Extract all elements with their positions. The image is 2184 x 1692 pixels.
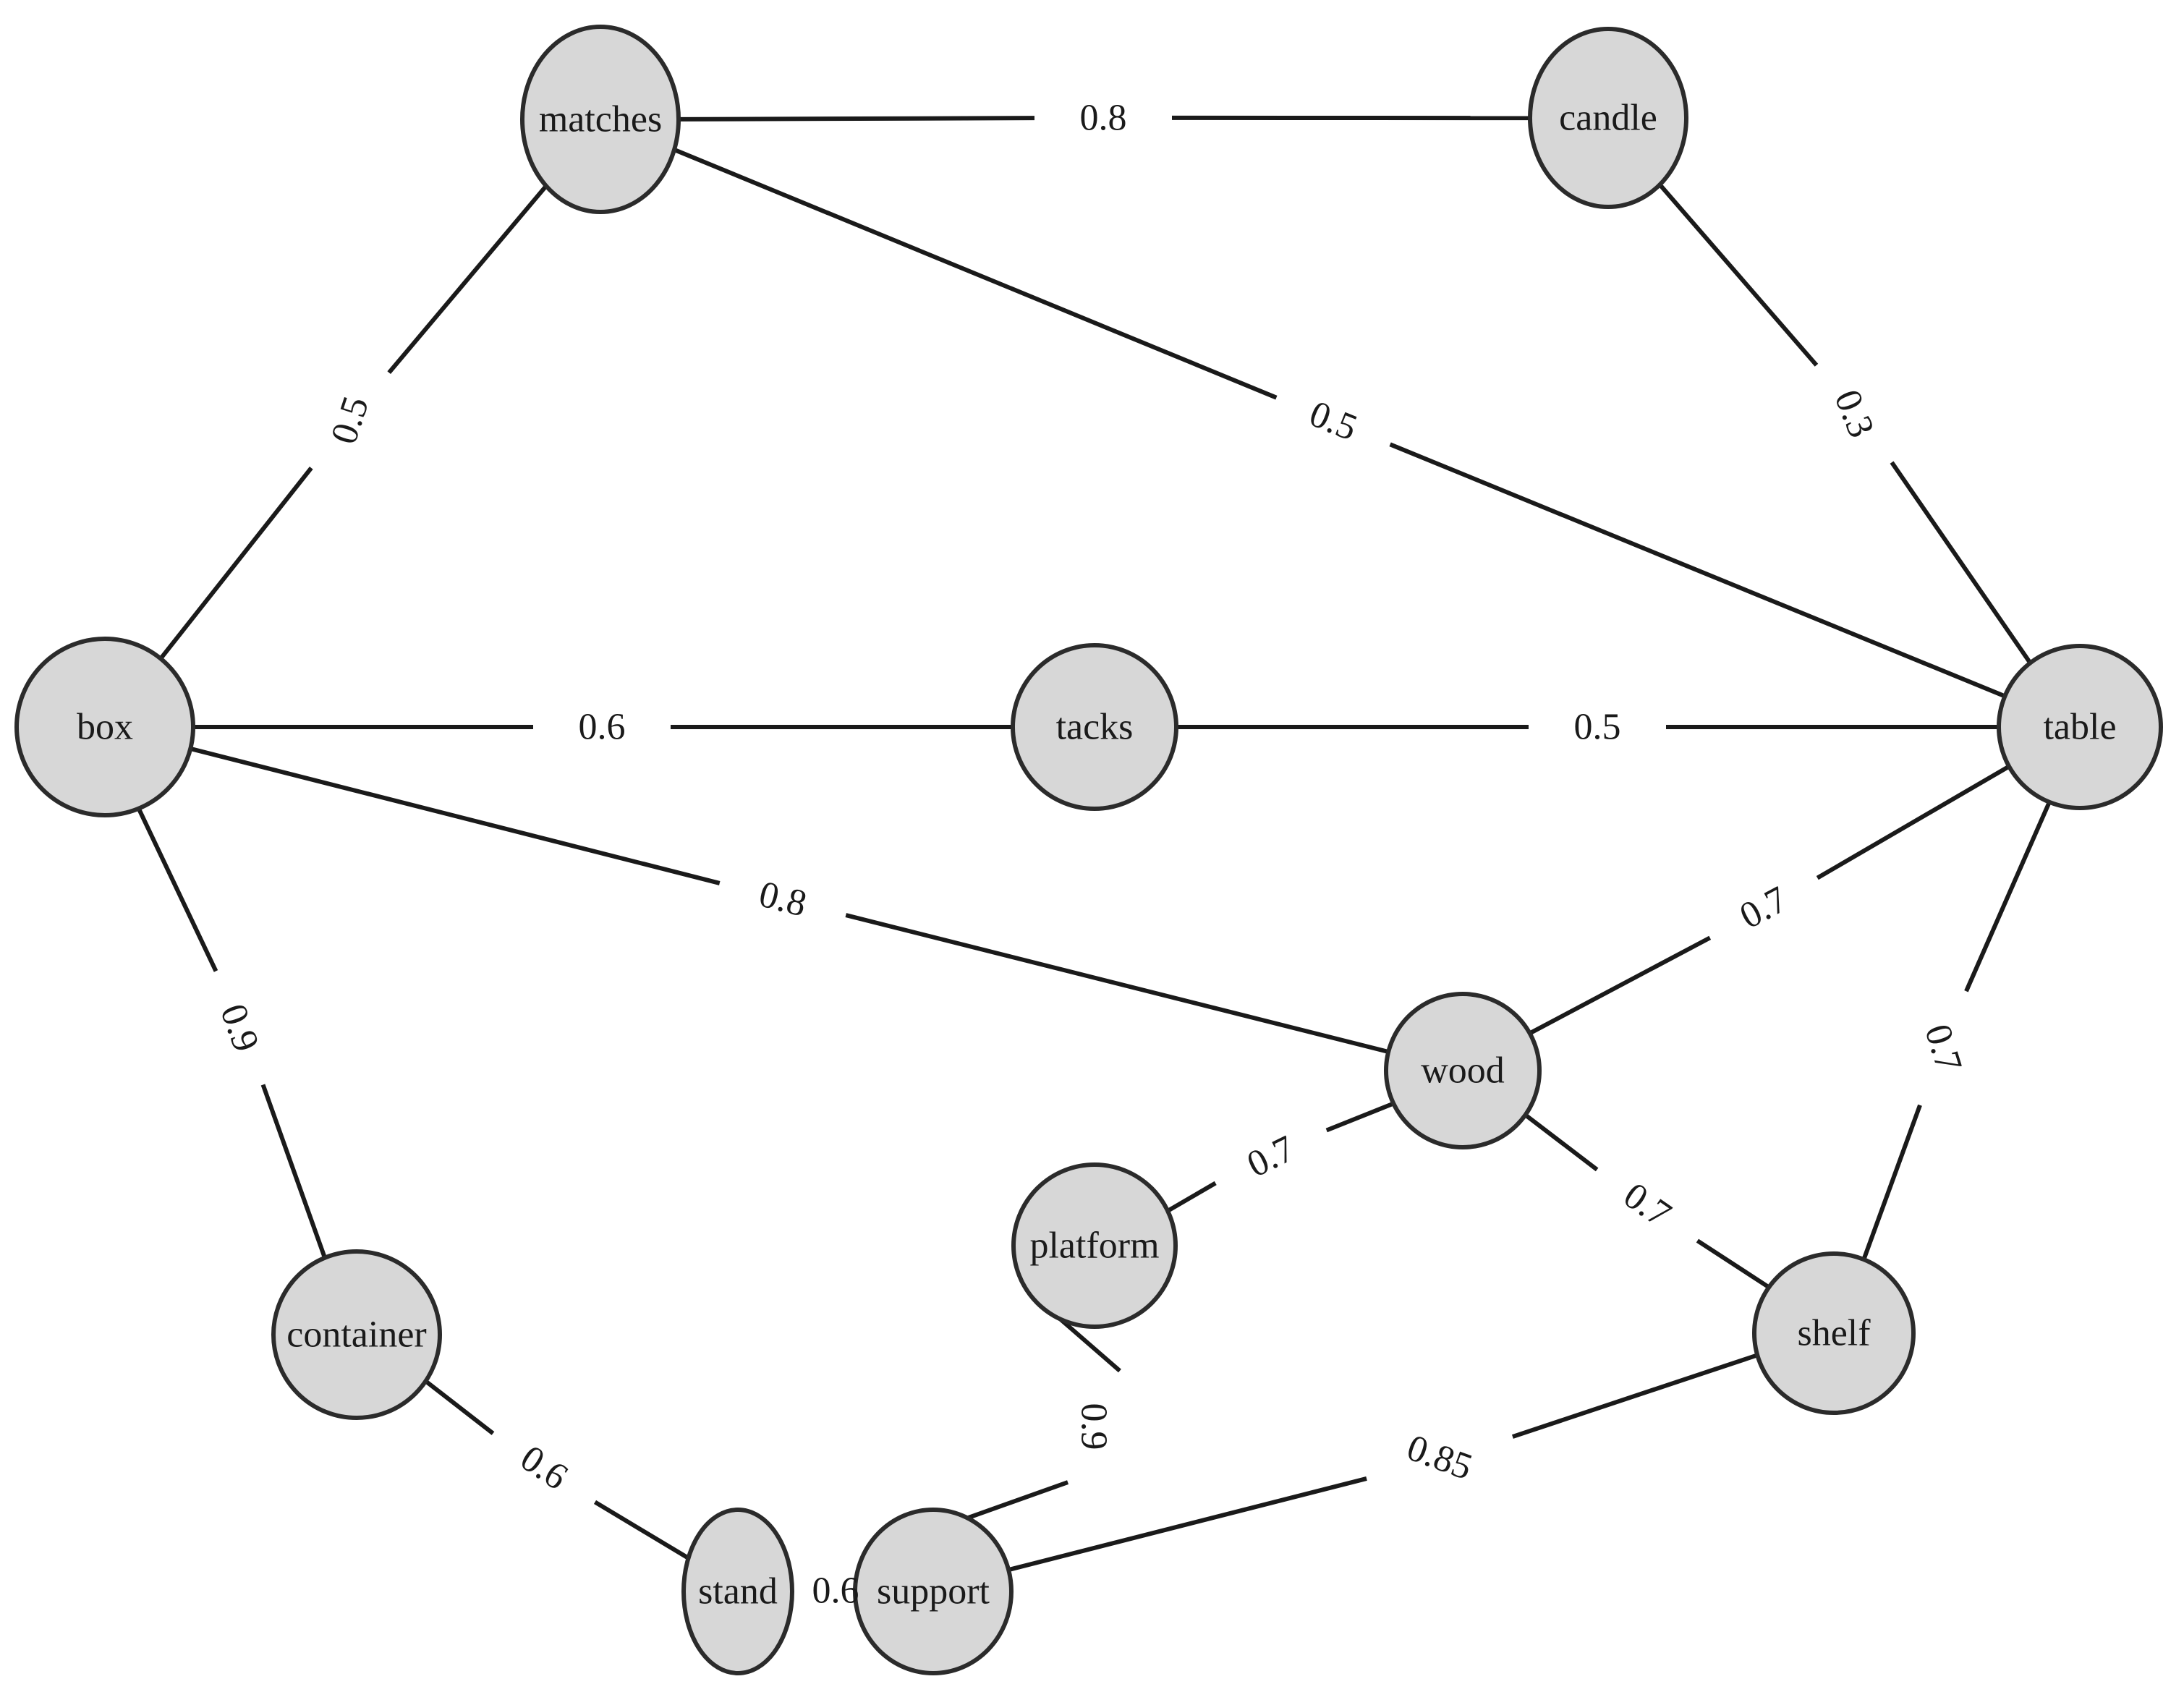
graph-node-platform[interactable]: platform <box>1011 1162 1178 1329</box>
node-shape-container[interactable] <box>271 1249 442 1420</box>
graph-node-candle[interactable]: candle <box>1528 27 1688 209</box>
graph-edge <box>1166 1101 1395 1213</box>
edge-segment <box>1529 935 1712 1036</box>
edge-segment <box>1816 764 2010 880</box>
edge-segment <box>387 184 548 375</box>
node-shape-wood[interactable] <box>1384 992 1542 1149</box>
edge-segment <box>1325 1101 1395 1133</box>
edge-segment <box>136 807 218 972</box>
edge-weight-label: 0.3 <box>1826 384 1882 443</box>
node-label-stand: stand <box>698 1571 778 1612</box>
edge-weight-label: 0.6 <box>812 1570 859 1612</box>
node-shape-tacks[interactable] <box>1011 643 1178 811</box>
graph-node-table[interactable]: table <box>1997 644 2163 810</box>
edge-segment <box>673 148 1278 400</box>
graph-node-container[interactable]: container <box>271 1249 442 1420</box>
edge-weight-label: 0.9 <box>1074 1403 1115 1450</box>
edge-segment <box>1008 1476 1367 1573</box>
node-shape-matches[interactable] <box>520 25 681 214</box>
node-label-candle: candle <box>1559 98 1657 139</box>
node-label-tacks: tacks <box>1056 707 1134 748</box>
node-label-wood: wood <box>1421 1050 1505 1092</box>
edge-segment <box>1658 183 1819 367</box>
edge-segment <box>1964 801 2052 992</box>
edge-labels-layer: 0.8 0.5 0.5 0.3 0.6 0.5 0.8 0.9 0.7 0.7 0.7 0.7 0.6 0… <box>212 98 1970 1612</box>
edge-weight-label: 0.8 <box>755 873 811 924</box>
edge-segment <box>1696 1238 1770 1289</box>
edge-segment <box>190 747 721 885</box>
edge-weight-label: 0.85 <box>1401 1427 1477 1489</box>
edge-weight-label: 0.5 <box>1574 707 1621 748</box>
edge-segment <box>1058 1317 1121 1373</box>
edge-weight-label: 0.5 <box>323 391 377 448</box>
node-label-platform: platform <box>1029 1225 1159 1267</box>
node-label-box: box <box>77 707 133 748</box>
edge-segment <box>845 913 1389 1054</box>
edge-weight-label: 0.6 <box>579 707 626 748</box>
edge-segment <box>1166 1181 1217 1213</box>
edge-weight-label: 0.9 <box>212 999 267 1058</box>
edge-segment <box>424 1379 495 1435</box>
node-shape-table[interactable] <box>1997 644 2163 810</box>
node-shape-support[interactable] <box>853 1508 1014 1675</box>
edge-weight-label: 0.7 <box>1916 1020 1970 1077</box>
edge-segment <box>1861 1104 1922 1261</box>
graph-edge <box>158 184 548 660</box>
graph-edge <box>424 1379 690 1560</box>
graph-node-matches[interactable]: matches <box>520 25 681 214</box>
edge-segment <box>158 467 313 660</box>
edge-weight-label: 0.5 <box>1304 393 1363 448</box>
node-shape-box[interactable] <box>14 637 195 817</box>
edge-weight-label: 0.6 <box>513 1437 575 1498</box>
edge-segment <box>966 1480 1069 1521</box>
graph-edge <box>1529 764 2010 1036</box>
graph-edge <box>966 1317 1121 1521</box>
graph-edge <box>190 747 1389 1054</box>
graph-node-shelf[interactable]: shelf <box>1752 1251 1916 1415</box>
edge-segment <box>260 1084 327 1259</box>
edges-layer <box>136 115 2052 1594</box>
nodes-layer: matches candle box tacks table wood platform sh… <box>14 25 2163 1675</box>
graph-edge <box>1008 1353 1759 1573</box>
edge-weight-label: 0.7 <box>1733 879 1794 938</box>
node-shape-candle[interactable] <box>1528 27 1688 209</box>
edge-segment <box>1511 1353 1759 1439</box>
graph-edge <box>1524 1113 1770 1289</box>
node-label-matches: matches <box>539 99 662 140</box>
node-label-shelf: shelf <box>1797 1313 1871 1354</box>
graph-node-support[interactable]: support <box>853 1508 1014 1675</box>
graph-node-tacks[interactable]: tacks <box>1011 643 1178 811</box>
graph-edge <box>673 148 2006 699</box>
graph-node-box[interactable]: box <box>14 637 195 817</box>
edge-segment <box>1890 461 2032 665</box>
graph-node-wood[interactable]: wood <box>1384 992 1542 1149</box>
node-label-table: table <box>2043 707 2116 748</box>
edge-weight-label: 0.8 <box>1080 98 1127 139</box>
graph-edge <box>136 807 327 1259</box>
edge-segment <box>1389 442 2006 699</box>
node-shape-stand[interactable] <box>681 1508 794 1675</box>
node-label-support: support <box>877 1571 990 1612</box>
edge-segment <box>1524 1113 1599 1172</box>
edge-weight-label: 0.7 <box>1241 1128 1301 1186</box>
graph-edge <box>678 115 1531 122</box>
graph-edge <box>1658 183 2032 665</box>
node-label-container: container <box>286 1314 426 1356</box>
graph-node-stand[interactable]: stand <box>681 1508 794 1675</box>
node-shape-shelf[interactable] <box>1752 1251 1916 1415</box>
edge-segment <box>678 116 1035 122</box>
node-shape-platform[interactable] <box>1011 1162 1178 1329</box>
edge-weight-label: 0.7 <box>1616 1175 1678 1236</box>
graph-edge <box>1861 801 2052 1261</box>
edge-segment <box>593 1500 690 1560</box>
